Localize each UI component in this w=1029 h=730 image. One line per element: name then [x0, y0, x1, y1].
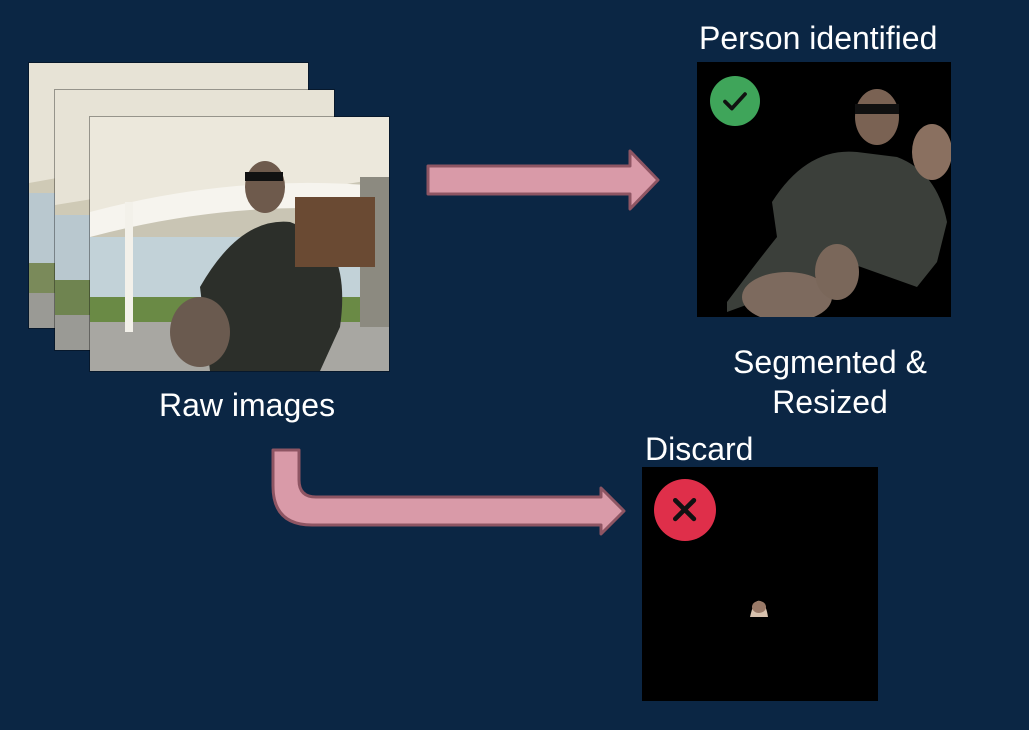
cross-badge	[654, 479, 716, 541]
check-icon	[723, 92, 747, 111]
arrow-to-discard	[271, 448, 626, 536]
segmented-person-image	[697, 62, 951, 317]
discard-label: Discard	[645, 431, 754, 467]
close-icon	[673, 498, 697, 522]
raw-images-label: Raw images	[159, 387, 336, 423]
segmented-resized-label: Segmented & Resized	[733, 344, 927, 420]
arrow-to-person	[426, 149, 660, 211]
check-badge	[710, 76, 760, 126]
person-identified-label: Person identified	[699, 20, 938, 56]
raw-image-frame-3	[90, 117, 389, 371]
